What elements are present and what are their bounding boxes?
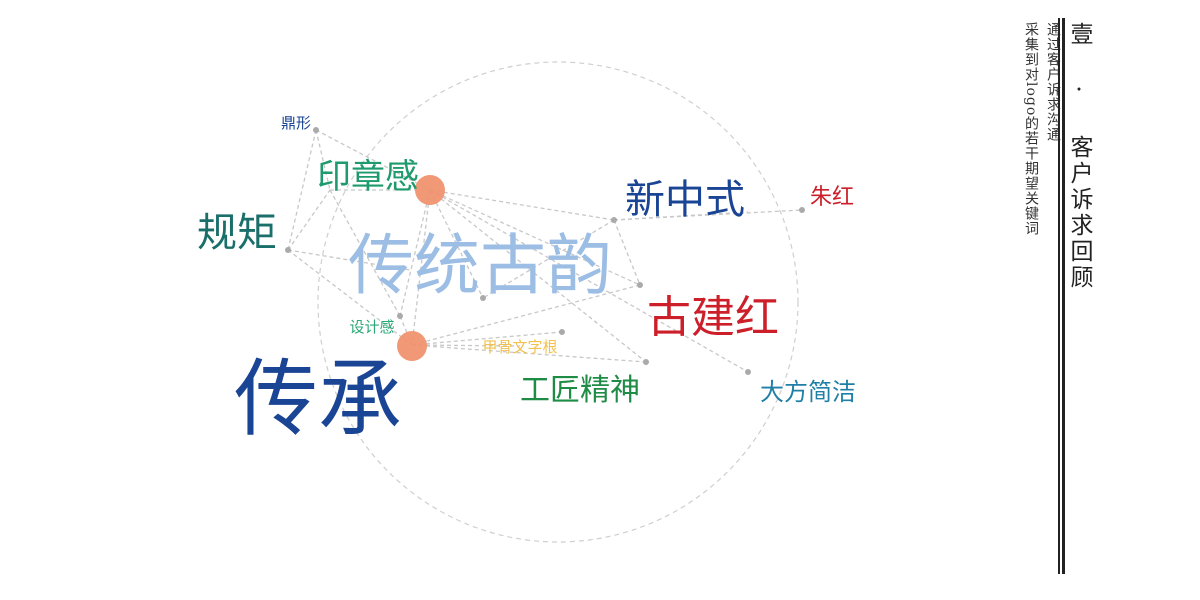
connector-lines [287, 129, 803, 373]
side-divider-thick [1062, 18, 1065, 574]
hub-node-yinzhang [415, 175, 445, 205]
keyword-sheji: 设计感 [349, 318, 394, 336]
keyword-xinzhongshi: 新中式 [625, 177, 745, 223]
junction-node [799, 207, 805, 213]
keyword-chuancheng: 传承 [234, 350, 402, 448]
junction-node [285, 247, 291, 253]
subtitle-line-1: 通过客户诉求沟通 [1045, 22, 1061, 142]
subtitle-line-2: 采集到对logo的若干期望关键词 [1023, 22, 1039, 237]
boundary-circle [317, 61, 799, 543]
junction-node [480, 295, 486, 301]
keyword-yinzhang: 印章感 [317, 157, 419, 197]
junction-node [559, 329, 565, 335]
junction-node [745, 369, 751, 375]
keyword-zhuhong: 朱红 [810, 185, 854, 210]
keyword-dingxing: 鼎形 [281, 114, 311, 132]
keyword-gujianhong: 古建红 [647, 292, 779, 343]
keyword-chuantong: 传统古韵 [348, 227, 612, 304]
keyword-dafang: 大方简洁 [760, 378, 856, 406]
junction-node [313, 127, 319, 133]
keyword-gongjiang: 工匠精神 [520, 373, 640, 408]
junction-node [611, 217, 617, 223]
junction-nodes [285, 127, 805, 375]
keyword-guiju: 规矩 [197, 210, 277, 256]
junction-node [397, 313, 403, 319]
junction-node [643, 359, 649, 365]
hub-node-chuancheng [397, 331, 427, 361]
keyword-jiagu: 甲骨文字根 [482, 338, 557, 356]
section-title: 壹 · 客户诉求回顾 [1066, 22, 1092, 291]
junction-node [637, 282, 643, 288]
side-divider-thin [1058, 18, 1060, 574]
